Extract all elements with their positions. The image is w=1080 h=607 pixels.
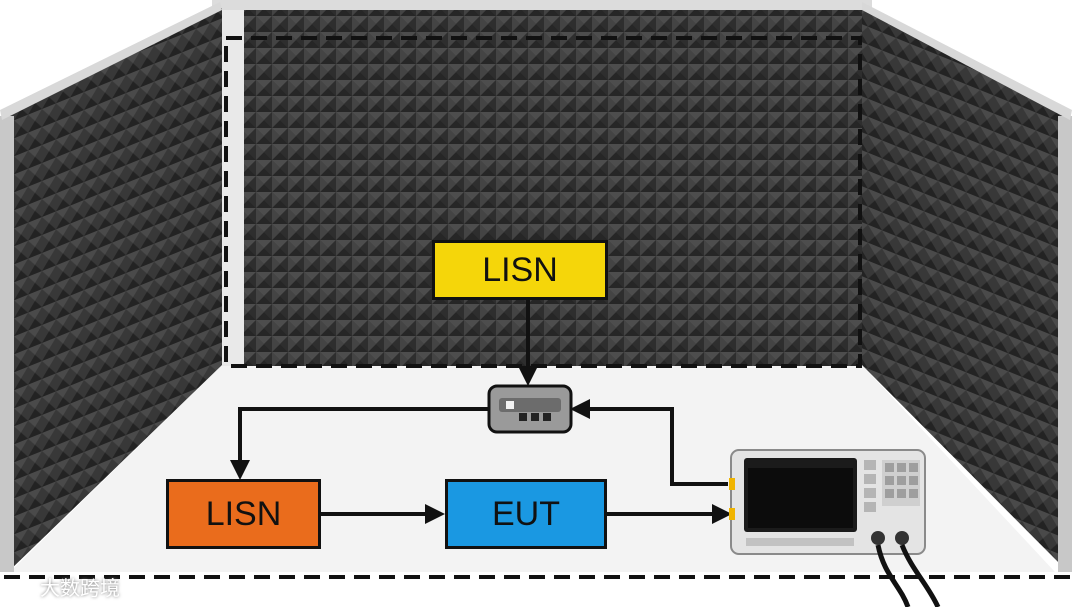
cable-1: [875, 544, 911, 607]
left-frame-top: [0, 2, 222, 120]
left-wall-absorber: [8, 8, 222, 572]
connector-junction-to-lisn-left: [230, 407, 490, 480]
lisn-box-left: LISN: [166, 479, 321, 549]
watermark-text: 大数跨境: [40, 576, 120, 600]
connector-analyzer-to-junction: [570, 399, 728, 486]
lisn-box-top: LISN: [432, 240, 608, 300]
left-frame-post: [0, 116, 14, 572]
power-strip-junction: [487, 384, 573, 434]
rf-output-port: [895, 531, 909, 545]
emi-receiver-instrument: [729, 449, 941, 607]
watermark-logo-icon: [8, 579, 33, 594]
watermark: 大数跨境: [8, 572, 120, 601]
right-wall-absorber: [862, 8, 1068, 572]
back-wall-frame-top: [212, 0, 872, 10]
back-wall-absorber: [222, 8, 862, 366]
rf-input-port: [871, 531, 885, 545]
cable-2: [899, 544, 941, 607]
lisn-left-label: LISN: [205, 494, 282, 533]
instrument-input-2: [729, 508, 735, 520]
lisn-top-label: LISN: [482, 250, 558, 289]
ground-plane-outline-vertical: [224, 36, 862, 368]
signal-connections: [230, 300, 732, 524]
right-frame-post: [1058, 116, 1072, 572]
eut-box: EUT: [445, 479, 607, 549]
right-frame-top: [862, 2, 1072, 120]
eut-label: EUT: [492, 494, 560, 533]
instrument-input-1: [729, 478, 735, 490]
